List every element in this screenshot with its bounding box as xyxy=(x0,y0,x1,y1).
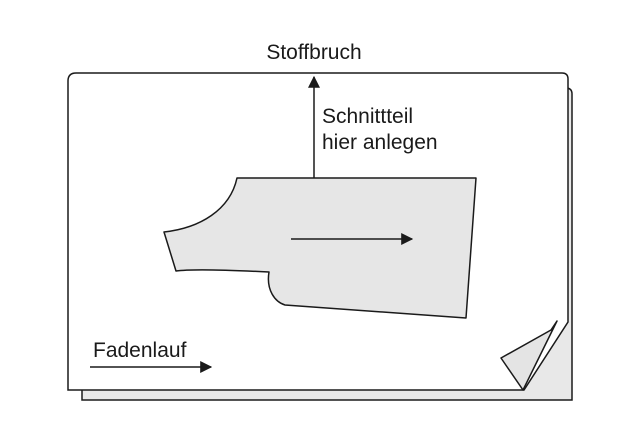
grain-label: Fadenlauf xyxy=(93,339,187,362)
placement-label-line1: Schnittteil xyxy=(322,105,413,128)
fold-label: Stoffbruch xyxy=(266,41,361,64)
placement-label-line2: hier anlegen xyxy=(322,131,438,154)
pattern-piece xyxy=(163,177,477,319)
folded-corner xyxy=(500,320,558,391)
